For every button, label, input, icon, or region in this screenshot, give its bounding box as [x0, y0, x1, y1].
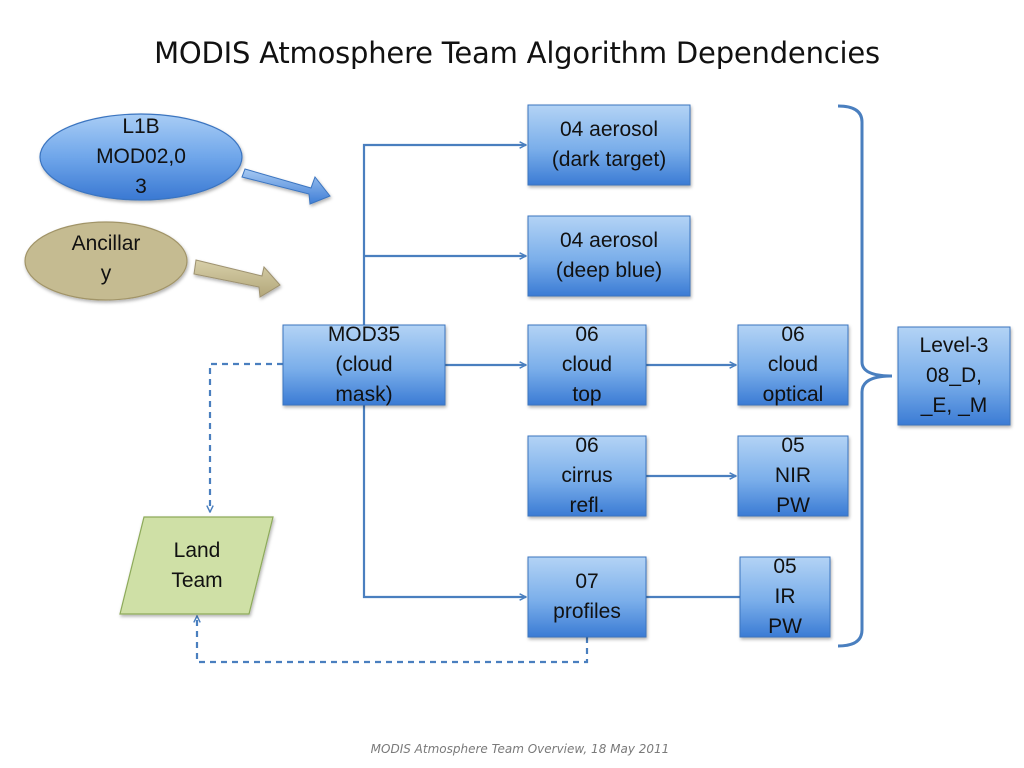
- label-line: 04 aerosol: [559, 229, 659, 252]
- label-line: 05: [773, 555, 797, 578]
- ancillary-ellipse: [24, 221, 188, 301]
- profiles-label: 07 profiles: [528, 557, 646, 637]
- label-line: optical: [762, 383, 824, 406]
- label-line: cirrus: [561, 464, 613, 487]
- label-line: Ancillar: [71, 232, 141, 255]
- cloud-optical-box: [737, 324, 849, 406]
- level3-box: [897, 326, 1011, 426]
- label-line: (cloud: [335, 353, 393, 376]
- label-line: Land: [173, 539, 221, 562]
- label-line: Level-3: [919, 334, 989, 357]
- cloud-optical-label: 06 cloud optical: [738, 320, 848, 410]
- aerosol-deep-box: [527, 215, 691, 297]
- ir-pw-box: [739, 556, 831, 638]
- label-line: L1B: [122, 115, 160, 138]
- profiles-box: [527, 556, 647, 638]
- l1b-block-arrow: [241, 168, 331, 205]
- aerosol-dark-label: 04 aerosol (dark target): [528, 105, 690, 185]
- connector-mod35-to-profiles: [362, 405, 526, 597]
- label-line: MOD35: [327, 323, 401, 346]
- label-line: (dark target): [551, 148, 667, 171]
- label-line: refl.: [569, 494, 605, 517]
- cirrus-box: [527, 435, 647, 517]
- label-line: NIR: [774, 464, 812, 487]
- label-line: y: [100, 262, 112, 285]
- aerosol-dark-box: [527, 104, 691, 186]
- label-line: 06: [575, 323, 599, 346]
- label-line: 06: [575, 434, 599, 457]
- aerosol-deep-label: 04 aerosol (deep blue): [528, 216, 690, 296]
- ancillary-block-arrow: [193, 259, 281, 298]
- label-line: mask): [335, 383, 393, 406]
- label-line: top: [572, 383, 602, 406]
- label-line: (deep blue): [555, 259, 663, 282]
- label-line: 06: [781, 323, 805, 346]
- cloud-top-label: 06 cloud top: [528, 320, 646, 410]
- label-line: PW: [776, 494, 810, 517]
- brace-to-level3: [837, 104, 893, 648]
- land-team-parallelogram: [119, 516, 274, 615]
- l1b-ellipse: [39, 113, 243, 201]
- label-line: MOD02,0: [96, 145, 186, 168]
- slide-title: MODIS Atmosphere Team Algorithm Dependen…: [154, 36, 880, 70]
- level3-label: Level-3 08_D, _E, _M: [898, 331, 1010, 421]
- label-line: PW: [768, 615, 802, 638]
- cirrus-label: 06 cirrus refl.: [528, 431, 646, 521]
- dashed-mod35-to-land: [210, 362, 283, 512]
- label-line: 04 aerosol: [559, 118, 659, 141]
- label-line: 08_D,: [925, 364, 983, 387]
- label-line: profiles: [553, 600, 621, 623]
- label-line: 07: [575, 570, 599, 593]
- ancillary-label: Ancillar y: [25, 229, 187, 299]
- slide-footer: MODIS Atmosphere Team Overview, 18 May 2…: [370, 742, 670, 756]
- mod35-label: MOD35 (cloud mask): [283, 320, 445, 410]
- dashed-profiles-to-land: [197, 616, 589, 664]
- label-line: 05: [781, 434, 805, 457]
- mod35-box: [282, 324, 446, 406]
- connector-mod35-to-aerosol-dark: [362, 145, 526, 326]
- label-line: cloud: [767, 353, 819, 376]
- l1b-label: L1B MOD02,0 3: [40, 112, 242, 202]
- label-line: IR: [774, 585, 796, 608]
- label-line: Team: [171, 569, 223, 592]
- cloud-top-box: [527, 324, 647, 406]
- label-line: cloud: [561, 353, 613, 376]
- label-line: _E, _M: [920, 394, 988, 417]
- nir-pw-box: [737, 435, 849, 517]
- label-line: 3: [135, 175, 147, 198]
